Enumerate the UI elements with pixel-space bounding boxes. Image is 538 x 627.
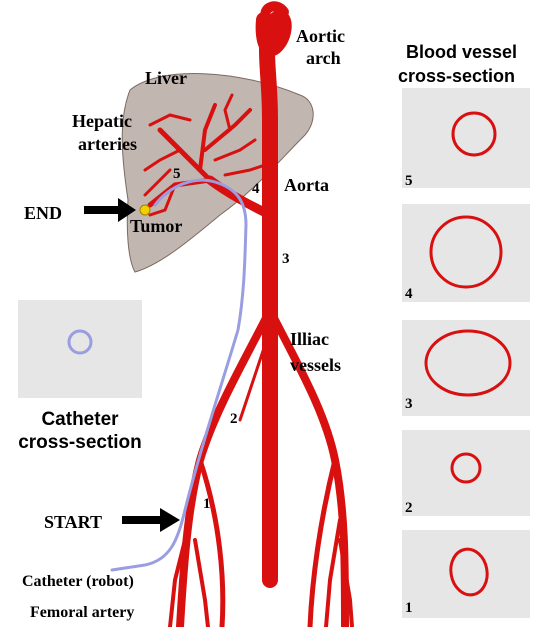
- label-iliac-line2: vessels: [290, 355, 341, 375]
- label-catheter-robot: Catheter (robot): [22, 573, 134, 590]
- label-iliac-line1: Illiac: [290, 329, 329, 349]
- path-number-5: 5: [173, 166, 181, 182]
- label-catheter-cs-line2: cross-section: [18, 432, 142, 453]
- label-catheter-cs-line1: Catheter: [41, 409, 119, 430]
- label-aortic-arch-line1: Aortic: [296, 26, 345, 46]
- tumor-marker: [140, 205, 150, 215]
- panel-2: [402, 430, 530, 516]
- label-liver: Liver: [145, 68, 187, 88]
- path-number-2: 2: [230, 411, 238, 427]
- label-hepatic-line2: arteries: [78, 134, 137, 154]
- label-aorta: Aorta: [284, 175, 329, 195]
- panel-number-4: 4: [405, 286, 413, 302]
- label-blood-cs-line1: Blood vessel: [406, 42, 517, 62]
- path-number-4: 4: [252, 181, 260, 197]
- panel-1: [402, 530, 530, 618]
- liver-shape: [122, 74, 313, 272]
- label-femoral-artery: Femoral artery: [30, 604, 134, 621]
- panel-number-3: 3: [405, 396, 413, 412]
- panel-number-5: 5: [405, 173, 413, 189]
- label-end: END: [24, 203, 62, 223]
- blood-vessel-panels: [402, 88, 530, 618]
- label-blood-cs-line2: cross-section: [398, 66, 515, 86]
- panel-5: [402, 88, 530, 188]
- start-arrow: [122, 508, 180, 532]
- panel-number-1: 1: [405, 600, 413, 616]
- label-tumor: Tumor: [130, 216, 182, 236]
- label-aortic-arch-line2: arch: [306, 48, 341, 68]
- label-start: START: [44, 512, 102, 532]
- path-number-3: 3: [282, 251, 290, 267]
- path-number-1: 1: [203, 496, 211, 512]
- panel-number-2: 2: [405, 500, 413, 516]
- label-hepatic-line1: Hepatic: [72, 111, 132, 131]
- catheter-cross-section-panel: [18, 300, 142, 398]
